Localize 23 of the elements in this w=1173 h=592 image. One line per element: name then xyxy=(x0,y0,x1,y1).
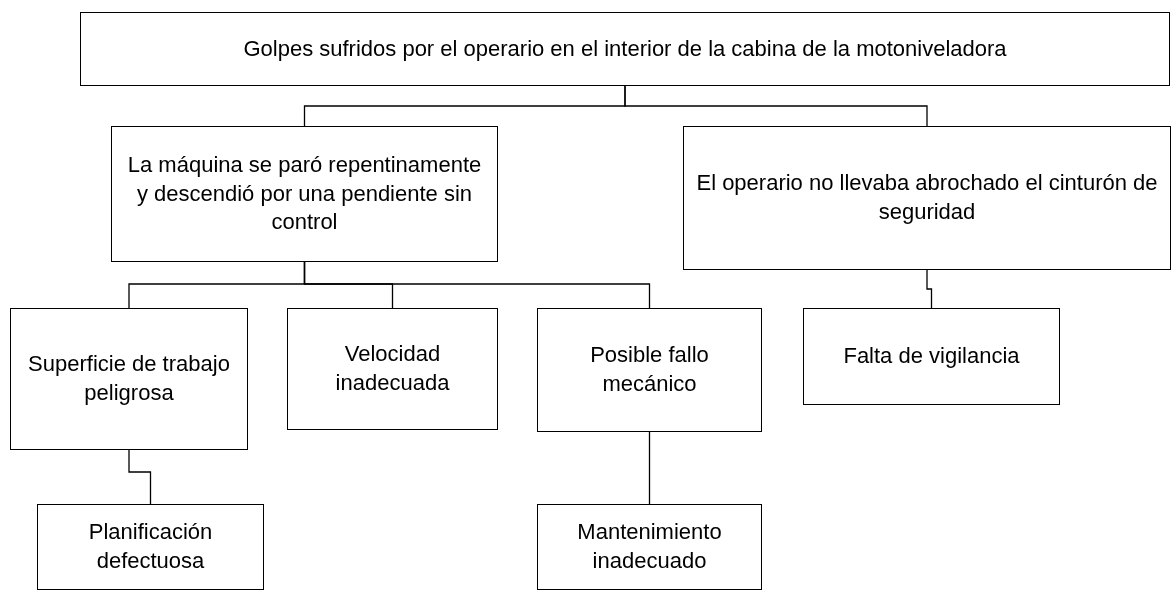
connector-line xyxy=(303,261,651,309)
cause-box xyxy=(80,12,1170,86)
box-text: Falta de vigilancia xyxy=(843,342,1020,371)
connector-line xyxy=(624,85,928,127)
cause-box xyxy=(287,308,498,430)
box-text: Velocidad inadecuada xyxy=(334,340,451,397)
box-text: La máquina se paró repentinamente y descendió por una pendiente sin control xyxy=(126,151,483,237)
cause-box xyxy=(537,308,762,432)
cause-box xyxy=(803,308,1060,405)
cause-box xyxy=(537,504,762,590)
box-text: Posible fallo mecánico xyxy=(589,341,710,398)
cause-box xyxy=(683,126,1171,270)
cause-box xyxy=(111,126,498,262)
box-text: Superficie de trabajo peligrosa xyxy=(27,350,231,407)
connector-line xyxy=(648,431,651,505)
cause-box xyxy=(37,504,264,590)
connector-line xyxy=(128,449,152,505)
box-text: Mantenimiento inadecuado xyxy=(576,518,723,575)
box-text: Golpes sufridos por el operario en el interior de la cabina de la motoniveladora xyxy=(243,34,1007,63)
box-text: Planificación defectuosa xyxy=(87,518,214,575)
box-text: El operario no llevaba abrochado el cinturón de seguridad xyxy=(695,169,1159,226)
cause-box xyxy=(10,308,248,450)
connector-line xyxy=(926,269,933,309)
